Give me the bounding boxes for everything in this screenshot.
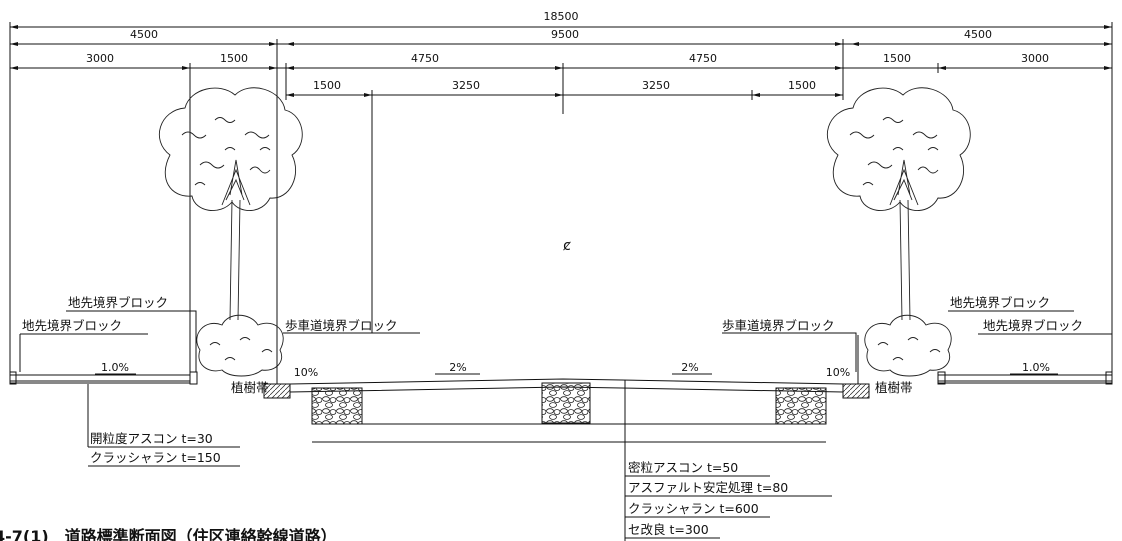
dim-right-shoulder: 1500 [788, 79, 816, 92]
dim-right-plant: 1500 [883, 52, 911, 65]
slope-left-lane: 2% [449, 361, 466, 374]
right-boundary-block-lower-label: 地先境界ブロック [983, 318, 1083, 333]
left-curb-block-label: 歩車道境界ブロック [285, 318, 398, 333]
dim-left-half: 4750 [411, 52, 439, 65]
slope-right-walk: 1.0% [1022, 361, 1050, 374]
right-tree [826, 87, 971, 377]
dim-left-lane: 3250 [452, 79, 480, 92]
leader-lines [19, 310, 1112, 541]
road-layer-2: アスファルト安定処理 t=80 [628, 480, 788, 495]
dim-right-side: 4500 [964, 28, 992, 41]
dim-right-walk: 3000 [1021, 52, 1049, 65]
left-boundary-block-lower-label: 地先境界ブロック [22, 318, 122, 333]
dim-left-side: 4500 [130, 28, 158, 41]
slope-right-lane: 2% [681, 361, 698, 374]
slope-right-shoulder: 10% [826, 366, 850, 379]
right-planting-strip-label: 植樹帯 [875, 380, 913, 395]
left-tree [158, 87, 303, 377]
slope-left-shoulder: 10% [294, 366, 318, 379]
road-layer-3: クラッシャラン t=600 [628, 501, 759, 516]
road-section [9, 335, 1113, 443]
dim-left-shoulder: 1500 [313, 79, 341, 92]
centerline-symbol: ȼ [563, 238, 571, 254]
sidewalk-layer-1: 開粒度アスコン t=30 [90, 431, 213, 446]
figure-caption: 4-7(1) 道路標準断面図（住区連絡幹線道路） [0, 527, 337, 541]
left-boundary-block-upper-label: 地先境界ブロック [68, 295, 168, 310]
road-layer-1: 密粒アスコン t=50 [628, 460, 738, 475]
dim-left-plant: 1500 [220, 52, 248, 65]
dimension-arrows [10, 25, 1112, 97]
left-planting-strip-label: 植樹帯 [231, 380, 269, 395]
dim-right-half: 4750 [689, 52, 717, 65]
sidewalk-layer-2: クラッシャラン t=150 [90, 450, 221, 465]
dim-right-lane: 3250 [642, 79, 670, 92]
right-curb-block-label: 歩車道境界ブロック [722, 318, 835, 333]
road-layer-4: セ改良 t=300 [628, 522, 709, 537]
slope-left-walk: 1.0% [101, 361, 129, 374]
dim-carriageway: 9500 [551, 28, 579, 41]
dim-left-walk: 3000 [86, 52, 114, 65]
right-boundary-block-upper-label: 地先境界ブロック [950, 295, 1050, 310]
dim-total: 18500 [544, 10, 579, 23]
